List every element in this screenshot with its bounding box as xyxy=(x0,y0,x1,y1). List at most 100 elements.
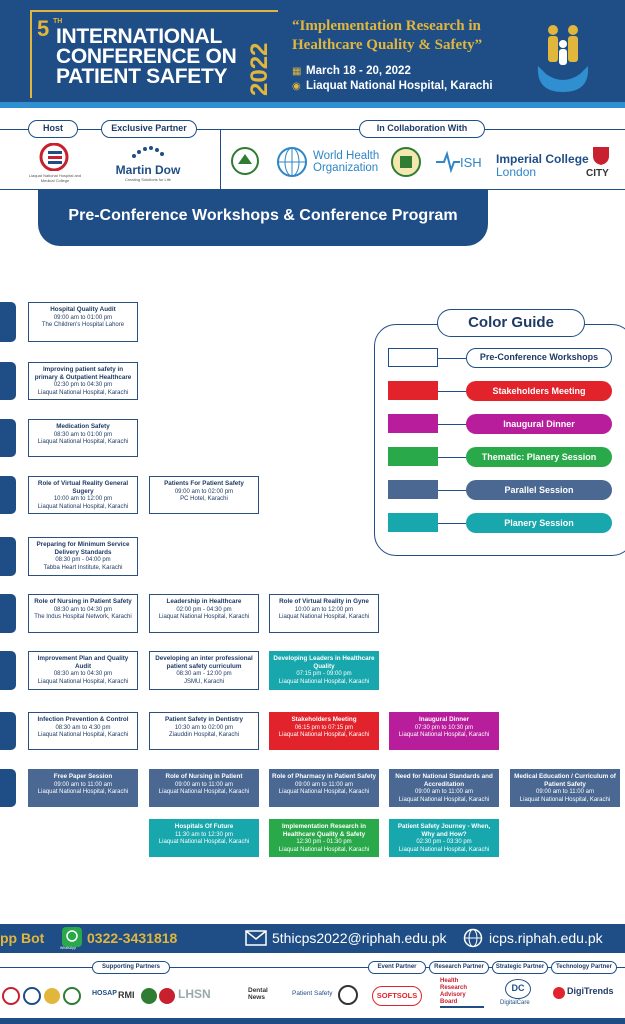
program-title: Pre-Conference Workshops & Conference Pr… xyxy=(68,207,458,224)
color-swatch xyxy=(388,348,438,367)
strategic-partner: DigitalCare xyxy=(500,1000,530,1006)
day-tab xyxy=(0,476,16,514)
tagline-line-1: “Implementation Research in xyxy=(292,18,481,34)
session-title: Role of Virtual Reality General Sugery xyxy=(37,480,129,495)
conference-venue: Liaquat National Hospital, Karachi xyxy=(306,80,493,92)
session-venue: Liaquat National Hospital, Karachi xyxy=(519,796,611,803)
edition-number: 5 xyxy=(37,16,50,41)
supporting-partner: Dental News xyxy=(248,987,268,1001)
contact-bar: pp Bot WhatsApp 0322-3431818 5thicps2022… xyxy=(0,924,625,953)
session-venue: Liaquat National Hospital, Karachi xyxy=(398,732,490,738)
session-time: 08:30 am - 12:00 pm xyxy=(176,671,232,677)
session-venue: Liaquat National Hospital, Karachi xyxy=(37,789,129,795)
session-time: 11:30 am to 12:30 pm xyxy=(175,831,233,838)
imperial-line-2: London xyxy=(496,165,537,179)
session-venue: The Children's Hospital Lahore xyxy=(41,322,125,328)
session-time: 10:00 am to 12:00 pm xyxy=(53,496,113,502)
color-swatch xyxy=(388,381,438,400)
exclusive-partner-name: Martin Dow xyxy=(115,163,181,177)
city-name: CITY xyxy=(586,168,609,179)
session-title: Improving patient safety in primary & Ou… xyxy=(34,366,132,381)
session-time: 08:30 am to 01:00 pm xyxy=(53,431,113,438)
session-time: 10:00 am to 12:00 pm xyxy=(294,606,354,613)
session-venue: Liaquat National Hospital, Karachi xyxy=(37,389,129,396)
session-title: Infection Prevention & Control xyxy=(37,716,129,723)
color-guide-label: Parallel Session xyxy=(466,480,612,500)
session-time: 08:30 am to 04:30 pm xyxy=(53,671,113,677)
session-title: Inaugural Dinner xyxy=(418,716,470,723)
session-venue: Liaquat National Hospital, Karachi xyxy=(278,614,370,620)
family-logo-icon xyxy=(533,20,593,92)
title-line-2: CONFERENCE ON xyxy=(56,45,237,68)
bottom-strip xyxy=(0,1018,625,1024)
event-partner-label: Event Partner xyxy=(368,961,426,974)
day-tab xyxy=(0,712,16,750)
host-label: Host xyxy=(28,120,78,138)
session-title: Medical Education / Curriculum of Patien… xyxy=(514,773,616,788)
whatsapp-caption: WhatsApp xyxy=(60,946,77,950)
partners-bottom-line xyxy=(0,189,625,190)
session-venue: Liaquat National Hospital, Karachi xyxy=(278,678,370,685)
color-swatch xyxy=(388,447,438,466)
research-partner: Health Research Advisory Board xyxy=(440,978,484,1008)
session-title: Need for National Standards and Accredit… xyxy=(395,773,493,788)
color-guide-label: Stakeholders Meeting xyxy=(466,381,612,401)
tagline-line-2: Healthcare Quality & Safety” xyxy=(292,37,483,53)
location-icon: ◉ xyxy=(292,81,301,92)
session-time: 09:00 am to 11:00 am xyxy=(295,781,353,788)
session-title: Patient Safety Journey - When, Why and H… xyxy=(397,823,491,838)
session-title: Free Paper Session xyxy=(53,773,113,780)
session-venue: The Indus Hospital Network, Karachi xyxy=(34,614,132,620)
exclusive-partner-label: Exclusive Partner xyxy=(101,120,197,138)
conference-year: 2022 xyxy=(246,42,273,96)
color-guide-label: Inaugural Dinner xyxy=(466,414,612,434)
session-time: 09:00 am to 02:00 pm xyxy=(174,488,234,495)
research-partner-label: Research Partner xyxy=(429,961,489,974)
session-title: Hospitals Of Future xyxy=(174,823,234,830)
email-link[interactable]: 5thicps2022@riphah.edu.pk xyxy=(272,930,447,946)
martin-dow-logo-icon xyxy=(132,146,164,158)
session-title: Patients For Patient Safety xyxy=(164,480,244,487)
exclusive-partner-sub: Creating Solutions for Life xyxy=(124,177,172,182)
session-title: Role of Nursing in Patient xyxy=(165,773,243,780)
session-time: 12:30 pm - 01:30 pm xyxy=(296,839,352,845)
color-swatch xyxy=(388,513,438,532)
session-venue: Tabba Heart Institute, Karachi xyxy=(43,564,123,571)
whatsapp-bot-label: pp Bot xyxy=(0,930,45,946)
session-venue: Liaquat National Hospital, Karachi xyxy=(37,439,129,445)
session-venue: PC Hotel, Karachi xyxy=(180,496,228,502)
host-name: Liaquat National Hospital and Medical Co… xyxy=(28,173,82,183)
session-title: Role of Pharmacy in Patient Safety xyxy=(272,773,376,780)
session-venue: Liaquat National Hospital, Karachi xyxy=(278,789,370,795)
supporting-seal-icon xyxy=(338,985,358,1005)
website-link[interactable]: icps.riphah.edu.pk xyxy=(489,930,603,946)
color-swatch xyxy=(388,414,438,433)
calendar-icon: ▦ xyxy=(292,66,302,77)
digitalcare-logo-icon: DC xyxy=(505,979,531,999)
collaboration-label: In Collaboration With xyxy=(359,120,485,138)
session-time: 02:30 pm to 04:30 pm xyxy=(53,382,113,388)
supporting-partners-label: Supporting Partners xyxy=(92,961,170,974)
who-logo-icon xyxy=(277,147,307,177)
supporting-seals-icon xyxy=(141,988,175,1004)
session-time: 02:30 pm - 03:30 pm xyxy=(416,839,472,845)
nish-logo-icon: ISH xyxy=(436,150,482,174)
phone-number[interactable]: 0322-3431818 xyxy=(87,930,178,946)
imperial-line-1: Imperial College xyxy=(496,152,589,166)
guide-connector xyxy=(438,391,466,392)
supporting-seals-icon xyxy=(2,987,81,1005)
session-time: 08:30 am to 4:30 pm xyxy=(55,724,111,731)
whatsapp-icon xyxy=(62,927,82,947)
session-title: Improvement Plan and Quality Audit xyxy=(37,655,129,670)
partners-divider xyxy=(220,129,221,189)
